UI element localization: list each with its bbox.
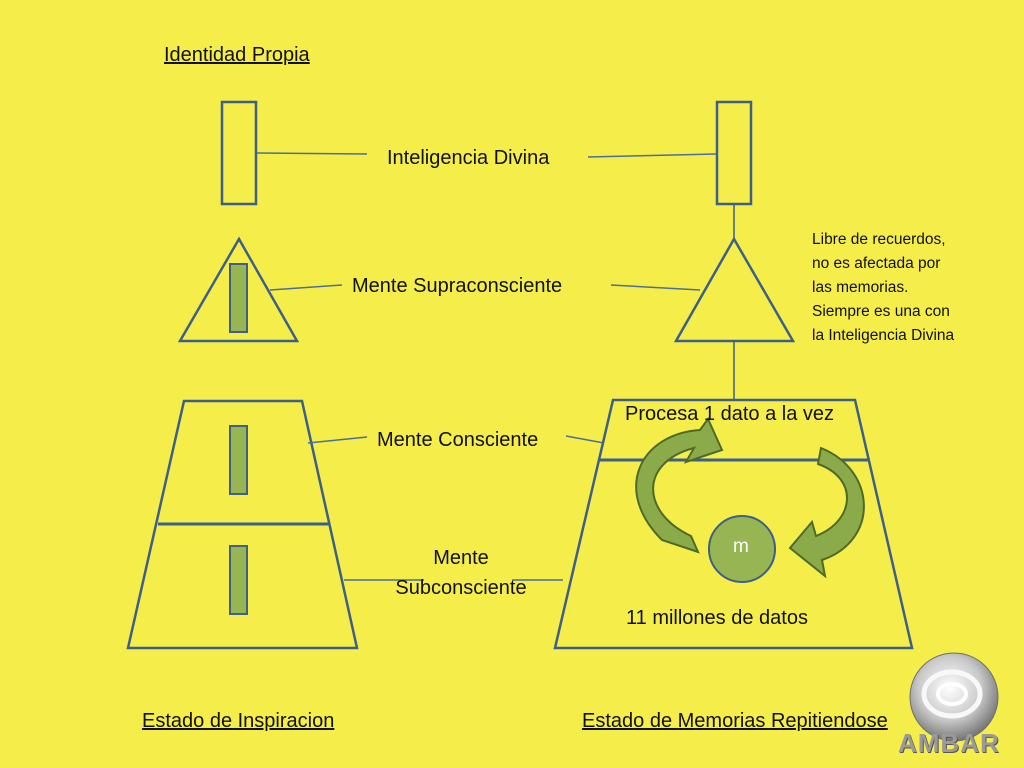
note-line: no es afectada por	[812, 255, 941, 273]
label-subconsciente-line1: Mente	[433, 547, 489, 569]
connector-line	[307, 436, 368, 444]
label-mente-subconsciente: Mente Subconsciente	[380, 546, 542, 600]
connector-line	[587, 153, 717, 158]
ambar-logo	[909, 652, 999, 742]
right-trapezoid	[553, 398, 914, 650]
cycle-arrow-left	[635, 417, 724, 554]
left-trapezoid	[126, 399, 359, 650]
label-millones: 11 millones de datos	[626, 607, 808, 629]
note-line: Libre de recuerdos,	[812, 231, 946, 248]
label-mente-supraconsciente: Mente Supraconsciente	[352, 275, 563, 297]
left-triangle-bar	[229, 263, 248, 333]
note-line: Siempre es una con	[812, 303, 950, 321]
note-line: la Inteligencia Divina	[812, 327, 955, 345]
caption-memorias: Estado de Memorias Repitiendose	[582, 710, 888, 732]
connector-line	[565, 435, 605, 444]
left-spirit-rect	[220, 100, 258, 206]
note-line: las memorias.	[812, 279, 909, 297]
memory-circle	[708, 515, 776, 583]
connector-line	[610, 284, 701, 291]
connector-line	[269, 284, 343, 291]
label-subconsciente-line2: Subconsciente	[395, 577, 527, 599]
left-conscious-bar	[229, 425, 248, 495]
left-triangle	[177, 236, 300, 343]
memory-symbol: m	[733, 536, 749, 557]
cycle-arrow-right	[788, 446, 865, 579]
diagram-title: Identidad Propia	[164, 44, 310, 66]
right-spirit-rect	[715, 100, 753, 206]
label-mente-consciente: Mente Consciente	[377, 429, 539, 451]
logo-text: AMBAR	[898, 728, 1000, 758]
connector-line	[256, 152, 368, 155]
supraconsciente-note: Libre de recuerdos, no es afectada por l…	[812, 228, 1002, 348]
left-subconscious-bar	[229, 545, 248, 615]
label-inteligencia-divina: Inteligencia Divina	[387, 147, 550, 169]
label-procesa: Procesa 1 dato a la vez	[625, 403, 835, 425]
caption-inspiracion: Estado de Inspiracion	[142, 710, 335, 732]
